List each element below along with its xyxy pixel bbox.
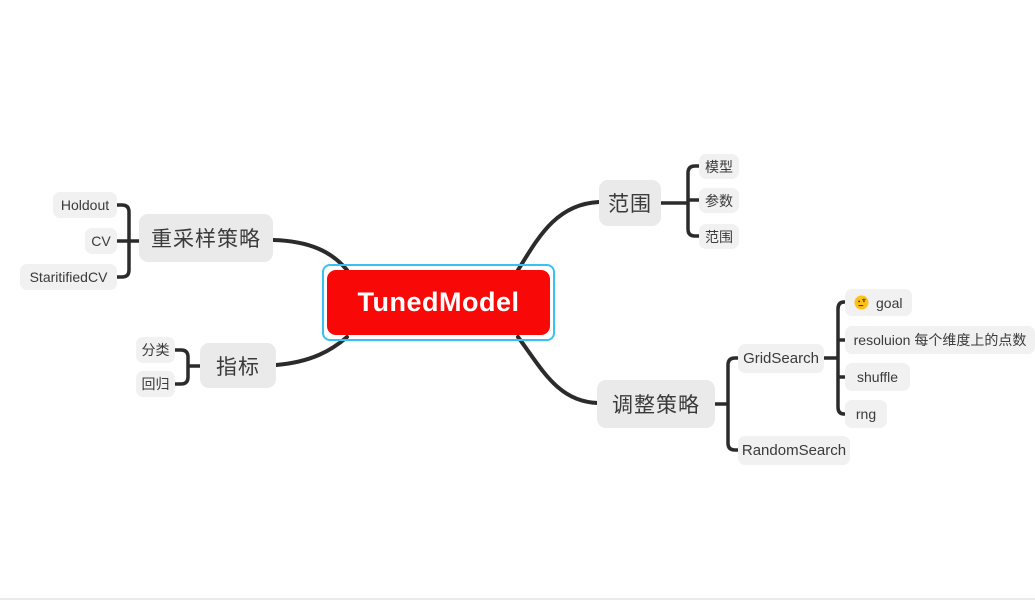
root-selection-border: TunedModel [322, 264, 555, 341]
node-resolution-label: resoluion 每个维度上的点数 [853, 332, 1027, 348]
node-shuffle-label: shuffle [857, 369, 898, 385]
node-tuning-strategy[interactable]: 调整策略 [597, 380, 715, 428]
node-scope[interactable]: 范围 [599, 180, 661, 226]
node-root-tunedmodel[interactable]: TunedModel [327, 270, 550, 335]
node-goal-label: goal [876, 294, 903, 311]
edge-scope-children [659, 164, 701, 238]
node-params[interactable]: 参数 [699, 188, 739, 213]
node-rng[interactable]: rng [845, 400, 887, 428]
node-regression[interactable]: 回归 [136, 371, 175, 397]
node-holdout-label: Holdout [60, 197, 110, 213]
node-range[interactable]: 范围 [699, 224, 739, 249]
node-params-label: 参数 [705, 192, 733, 209]
node-gridsearch-label: GridSearch [743, 350, 819, 367]
node-goal[interactable]: goal [845, 289, 912, 316]
edge-root-tuning [516, 335, 600, 405]
node-model[interactable]: 模型 [699, 154, 739, 179]
node-rng-label: rng [855, 406, 877, 422]
node-metrics-label: 指标 [216, 355, 260, 379]
edge-tuning-children [713, 356, 740, 452]
node-stratifiedcv-label: StaritifiedCV [29, 269, 108, 285]
edge-root-scope [516, 200, 601, 272]
node-randomsearch[interactable]: RandomSearch [738, 436, 850, 465]
node-randomsearch-label: RandomSearch [741, 442, 847, 459]
node-root-label: TunedModel [357, 287, 520, 317]
edge-resample-children [115, 203, 141, 279]
edge-metrics-children [173, 348, 202, 386]
edge-root-metrics [274, 335, 349, 367]
canvas-bottom-divider [0, 598, 1035, 600]
node-range-label: 范围 [705, 228, 733, 245]
node-tuning-strategy-label: 调整策略 [612, 394, 700, 417]
node-holdout[interactable]: Holdout [53, 192, 117, 218]
node-classification[interactable]: 分类 [136, 337, 175, 363]
node-resolution[interactable]: resoluion 每个维度上的点数 [845, 326, 1035, 354]
node-cv-label: CV [91, 233, 111, 249]
node-model-label: 模型 [705, 158, 733, 175]
node-stratifiedcv[interactable]: StaritifiedCV [20, 264, 117, 290]
node-metrics[interactable]: 指标 [200, 343, 276, 388]
node-cv[interactable]: CV [85, 228, 117, 254]
thinking-face-emoji-icon [854, 295, 869, 310]
node-resample-strategy[interactable]: 重采样策略 [139, 214, 273, 262]
edge-gridsearch-children [822, 300, 847, 416]
node-gridsearch[interactable]: GridSearch [738, 344, 824, 373]
node-resample-strategy-label: 重采样策略 [151, 228, 261, 251]
node-regression-label: 回归 [141, 376, 170, 392]
node-classification-label: 分类 [141, 342, 170, 358]
node-shuffle[interactable]: shuffle [845, 363, 910, 391]
node-scope-label: 范围 [608, 193, 652, 216]
